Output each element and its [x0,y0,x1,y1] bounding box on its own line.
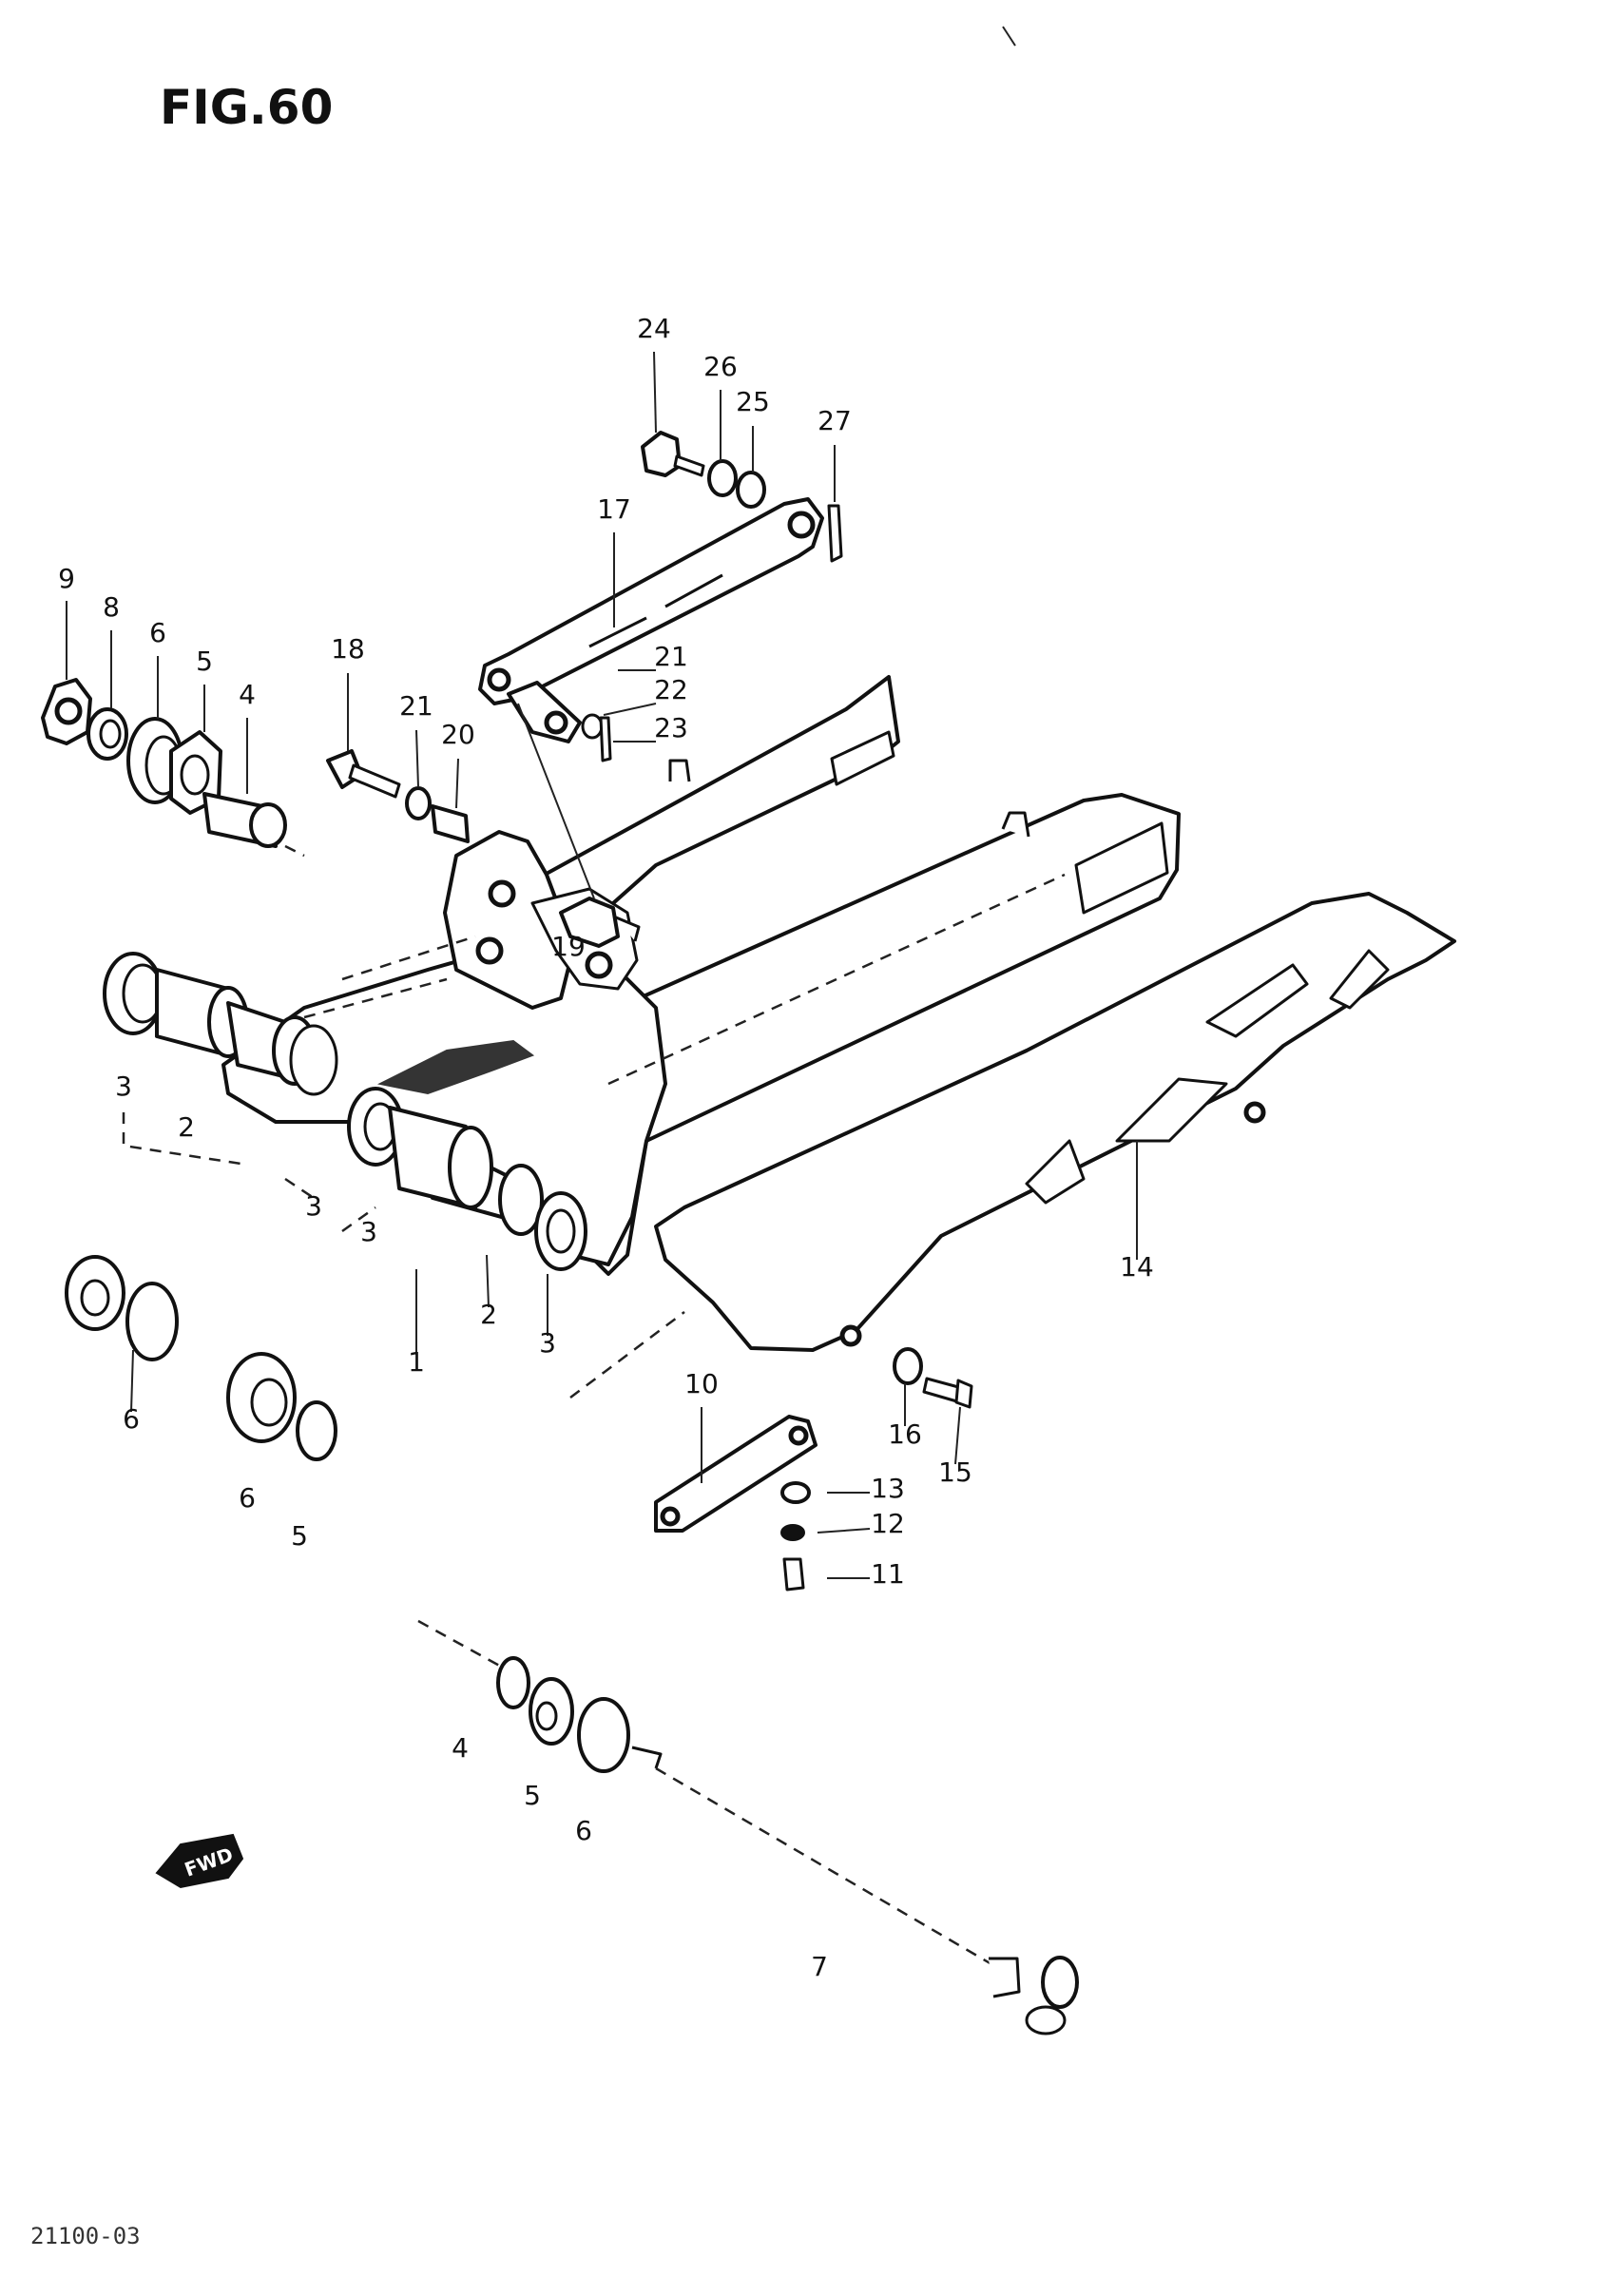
part-callout-2: 2 [178,1111,195,1143]
part-callout-12: 12 [871,1508,905,1539]
part-callout-13: 13 [871,1473,905,1504]
part-callout-4: 4 [239,679,256,710]
chain-case [654,892,1456,1409]
part-callout-5: 5 [524,1780,541,1811]
part-callout-7: 7 [811,1951,828,1982]
stray-mark [1002,26,1016,47]
part-callout-8: 8 [103,591,120,623]
part-callout-16: 16 [888,1418,922,1450]
part-callout-6: 6 [239,1482,256,1514]
part-callout-25: 25 [736,386,770,417]
cushion-rod-assembly [326,431,843,948]
left-pivot-hardware [41,678,305,858]
part-callout-15: 15 [938,1457,972,1488]
part-callout-1: 1 [408,1346,425,1378]
part-callout-2: 2 [480,1299,497,1330]
part-callout-3: 3 [115,1071,132,1102]
part-callout-22: 22 [654,674,688,705]
part-callout-18: 18 [331,633,365,665]
part-callout-6: 6 [575,1815,592,1846]
part-callout-19: 19 [551,931,586,962]
part-callout-14: 14 [1120,1251,1154,1283]
drawing-code: 21100-03 [30,2223,141,2249]
leader-lines [66,351,1138,1579]
part-callout-21: 21 [654,641,688,672]
part-callout-3: 3 [539,1327,556,1359]
part-callout-10: 10 [684,1368,719,1399]
part-callout-5: 5 [196,646,213,677]
part-callout-24: 24 [637,313,671,344]
part-callout-17: 17 [597,493,631,525]
part-callout-21: 21 [399,690,433,722]
part-callout-23: 23 [654,712,688,743]
pivot-shaft-exploded [417,1619,1079,2036]
lower-left-bearings [65,1255,337,1461]
part-callout-3: 3 [360,1216,377,1247]
pivot-assembly [103,952,587,1271]
fwd-arrow-icon: FWD [155,1833,244,1889]
part-callout-5: 5 [291,1520,308,1552]
part-callout-20: 20 [441,719,475,750]
part-callout-6: 6 [149,617,166,648]
part-callout-11: 11 [871,1558,905,1590]
figure-title: FIG.60 [160,80,333,135]
part-callout-26: 26 [703,351,738,382]
part-callout-9: 9 [58,563,75,594]
part-callout-27: 27 [818,405,852,436]
part-callout-3: 3 [305,1190,322,1222]
swingarm [221,675,1181,1276]
part-callout-6: 6 [123,1403,140,1435]
part-callout-4: 4 [452,1732,469,1764]
chain-buffer [654,1415,818,1592]
